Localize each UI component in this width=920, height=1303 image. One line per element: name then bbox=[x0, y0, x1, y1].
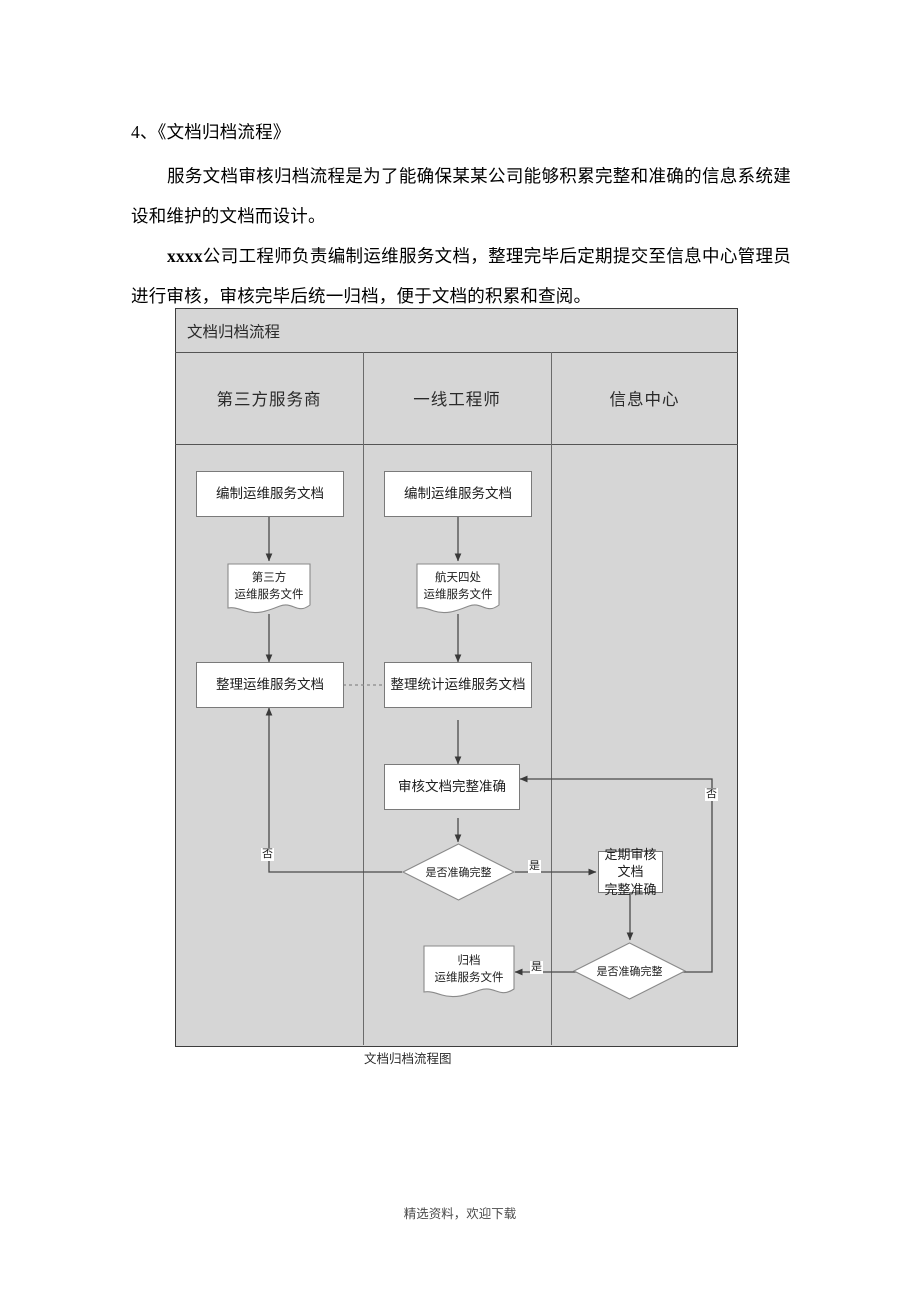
figure-caption: 文档归档流程图 bbox=[364, 1052, 452, 1066]
edge-label-right-no: 否 bbox=[705, 788, 718, 801]
lane-header-info-center: 信息中心 bbox=[609, 390, 680, 409]
lane-header-divider bbox=[175, 444, 738, 445]
node-compile-ops-doc-thirdparty[interactable]: 编制运维服务文档 bbox=[196, 471, 344, 517]
periodic-review-line-1: 定期审核文档 bbox=[604, 846, 657, 880]
lane-divider-2 bbox=[551, 352, 552, 1045]
paragraph-2: xxxx公司工程师负责编制运维服务文档，整理完毕后定期提交至信息中心管理员进行审… bbox=[131, 236, 791, 316]
node-hangtian-ops-file[interactable]: 航天四处 运维服务文件 bbox=[416, 563, 500, 615]
flowchart: 文档归档流程 第三方服务商 一线工程师 信息中心 bbox=[175, 308, 738, 1047]
lane-header-frontline-engineer: 一线工程师 bbox=[413, 390, 501, 409]
lane-header-third-party: 第三方服务商 bbox=[216, 390, 322, 409]
paragraph-1: 服务文档审核归档流程是为了能确保某某公司能够积累完整和准确的信息系统建设和维护的… bbox=[131, 166, 791, 226]
periodic-review-line-2: 完整准确 bbox=[604, 881, 657, 897]
lane-divider-1 bbox=[363, 352, 364, 1045]
flowchart-title: 文档归档流程 bbox=[187, 324, 281, 341]
node-organize-ops-doc[interactable]: 整理运维服务文档 bbox=[196, 662, 344, 708]
node-thirdparty-ops-file[interactable]: 第三方 运维服务文件 bbox=[227, 563, 311, 615]
edge-label-yes-to-periodic-review: 是 bbox=[528, 860, 541, 873]
document-body: 4、《文档归档流程》 服务文档审核归档流程是为了能确保某某公司能够积累完整和准确… bbox=[131, 112, 791, 316]
section-heading: 4、《文档归档流程》 bbox=[131, 122, 291, 142]
node-periodic-review-doc[interactable]: 定期审核文档 完整准确 bbox=[598, 847, 663, 897]
paragraph-2-prefix: xxxx bbox=[167, 246, 203, 266]
node-decision-accurate-complete-1[interactable]: 是否准确完整 bbox=[402, 843, 515, 901]
node-decision-accurate-complete-2[interactable]: 是否准确完整 bbox=[573, 942, 686, 1000]
node-archive-ops-file[interactable]: 归档 运维服务文件 bbox=[423, 945, 515, 999]
title-divider bbox=[175, 352, 738, 353]
edge-label-left-no: 否 bbox=[261, 848, 274, 861]
paragraph-2-text: 公司工程师负责编制运维服务文档，整理完毕后定期提交至信息中心管理员进行审核，审核… bbox=[131, 246, 791, 306]
edge-label-yes-to-archive: 是 bbox=[530, 961, 543, 974]
node-compile-ops-doc-engineer[interactable]: 编制运维服务文档 bbox=[384, 471, 532, 517]
node-review-doc-complete[interactable]: 审核文档完整准确 bbox=[384, 764, 520, 810]
node-organize-statistic-ops-doc[interactable]: 整理统计运维服务文档 bbox=[384, 662, 532, 708]
page-footer: 精选资料，欢迎下载 bbox=[403, 1207, 517, 1221]
